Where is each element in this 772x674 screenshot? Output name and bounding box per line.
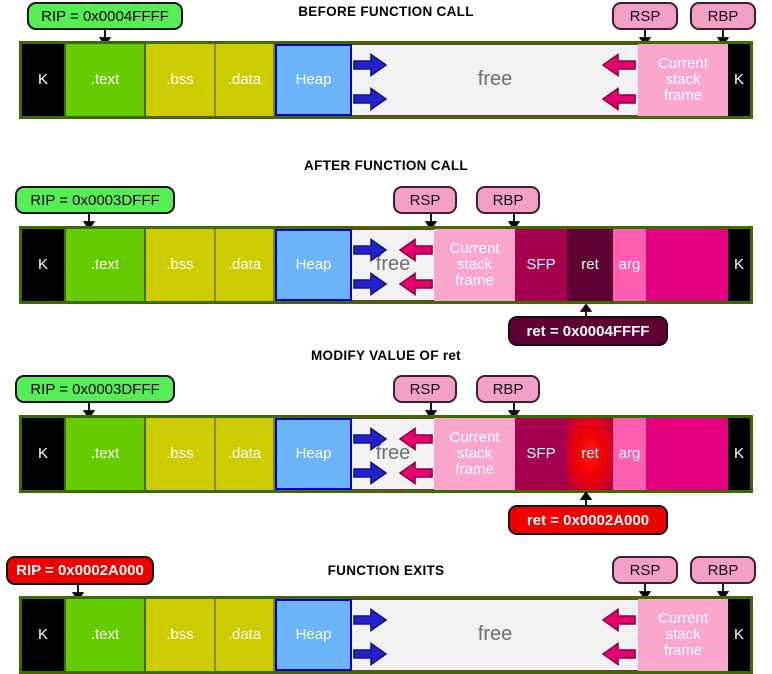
segment-data-row4: .data [216,599,275,671]
rsp-pointer-arrow-row4 [639,584,651,599]
segment-data-row3: .data [216,418,275,490]
blue-right-arrow-icon-row1-top [353,53,387,77]
segment-stack-remainder-row2 [646,229,728,301]
pink-left-arrow-icon-row2-top [399,238,433,262]
segment-kernel-left-row3: K [22,418,64,490]
segment-bss-row4: .bss [146,599,216,671]
memory-bar-row1: K .text .bss .data Heap free Current sta… [19,41,753,119]
blue-right-arrow-icon-row4-top [353,608,387,632]
blue-right-arrow-icon-row3-bottom [353,461,387,485]
memory-bar-row3: K .text .bss .data Heap free Current sta… [19,415,753,493]
rbp-pill-row3: RBP [476,375,540,403]
segment-bss-row1: .bss [146,44,216,116]
segment-kernel-right-row1: K [728,44,750,116]
segment-heap-row4: Heap [275,599,352,671]
memory-bar-row4: K .text .bss .data Heap free Current sta… [19,596,753,674]
segment-kernel-left-row1: K [22,44,64,116]
blue-right-arrow-icon-row3-top [353,427,387,451]
rsp-pointer-arrow-row3 [425,403,437,418]
pink-left-arrow-icon-row4-top [602,608,636,632]
segment-data-row1: .data [216,44,275,116]
segment-heap-row1: Heap [275,44,352,116]
segment-kernel-right-row3: K [728,418,750,490]
segment-stack-remainder-row3 [646,418,728,490]
segment-bss-row3: .bss [146,418,216,490]
segment-kernel-left-row4: K [22,599,64,671]
segment-text-row3: .text [64,418,146,490]
rbp-pill-row1: RBP [690,2,756,30]
pink-left-arrow-icon-row4-bottom [602,642,636,666]
rbp-pointer-arrow-row2 [508,214,520,229]
segment-free-row2: free [352,229,434,301]
segment-bss-row2: .bss [146,229,216,301]
rip-pill-row4: RIP = 0x0002A000 [6,556,154,585]
rsp-pill-row2: RSP [393,186,457,214]
segment-sfp-row3: SFP [515,418,567,490]
blue-right-arrow-icon-row1-bottom [353,87,387,111]
segment-free-row4: free [352,599,638,671]
row-title-after-function-call: AFTER FUNCTION CALL [304,158,468,173]
rip-pill-row2: RIP = 0x0003DFFF [15,186,175,214]
rsp-pill-row1: RSP [612,2,678,30]
rbp-pointer-arrow-row3 [508,403,520,418]
segment-kernel-right-row2: K [728,229,750,301]
segment-data-row2: .data [216,229,275,301]
rsp-pointer-arrow-row2 [425,214,437,229]
segment-current-stack-frame-row2: Current stack frame [434,229,515,301]
row-title-modify-value-of-ret: MODIFY VALUE OF ret [311,348,461,363]
row-title-function-exits: FUNCTION EXITS [327,563,445,578]
segment-ret-row2: ret [567,229,613,301]
blue-right-arrow-icon-row4-bottom [353,642,387,666]
rip-pointer-arrow-row3 [83,403,95,418]
rip-pill-row1: RIP = 0x0004FFFF [27,2,183,30]
memory-bar-row2: K .text .bss .data Heap free Current sta… [19,226,753,304]
rsp-pill-row4: RSP [612,556,678,584]
segment-text-row4: .text [64,599,146,671]
segment-free-row3: free [352,418,434,490]
segment-arg-row3: arg [613,418,646,490]
pink-left-arrow-icon-row1-top [602,53,636,77]
rip-pointer-arrow-row2 [83,214,95,229]
segment-sfp-row2: SFP [515,229,567,301]
segment-arg-row2: arg [613,229,646,301]
segment-free-row1: free [352,44,638,116]
rbp-pointer-arrow-row4 [717,584,729,599]
segment-current-stack-frame-row1: Current stack frame [638,44,728,116]
rip-pill-row3: RIP = 0x0003DFFF [15,375,175,403]
pink-left-arrow-icon-row3-bottom [399,461,433,485]
segment-current-stack-frame-row3: Current stack frame [434,418,515,490]
ret-value-callout-row2: ret = 0x0004FFFF [508,316,668,346]
pink-left-arrow-icon-row2-bottom [399,272,433,296]
pink-left-arrow-icon-row3-top [399,427,433,451]
segment-heap-row2: Heap [275,229,352,301]
blue-right-arrow-icon-row2-bottom [353,272,387,296]
segment-text-row1: .text [64,44,146,116]
rbp-pill-row4: RBP [690,556,756,584]
segment-kernel-right-row4: K [728,599,750,671]
segment-kernel-left-row2: K [22,229,64,301]
segment-text-row2: .text [64,229,146,301]
segment-heap-row3: Heap [275,418,352,490]
pink-left-arrow-icon-row1-bottom [602,87,636,111]
blue-right-arrow-icon-row2-top [353,238,387,262]
rsp-pill-row3: RSP [393,375,457,403]
segment-ret-highlighted-row3: ret [567,418,613,490]
rbp-pill-row2: RBP [476,186,540,214]
row-title-before-function-call: BEFORE FUNCTION CALL [298,4,474,19]
segment-current-stack-frame-row4: Current stack frame [638,599,728,671]
ret-value-callout-row3: ret = 0x0002A000 [508,505,668,535]
